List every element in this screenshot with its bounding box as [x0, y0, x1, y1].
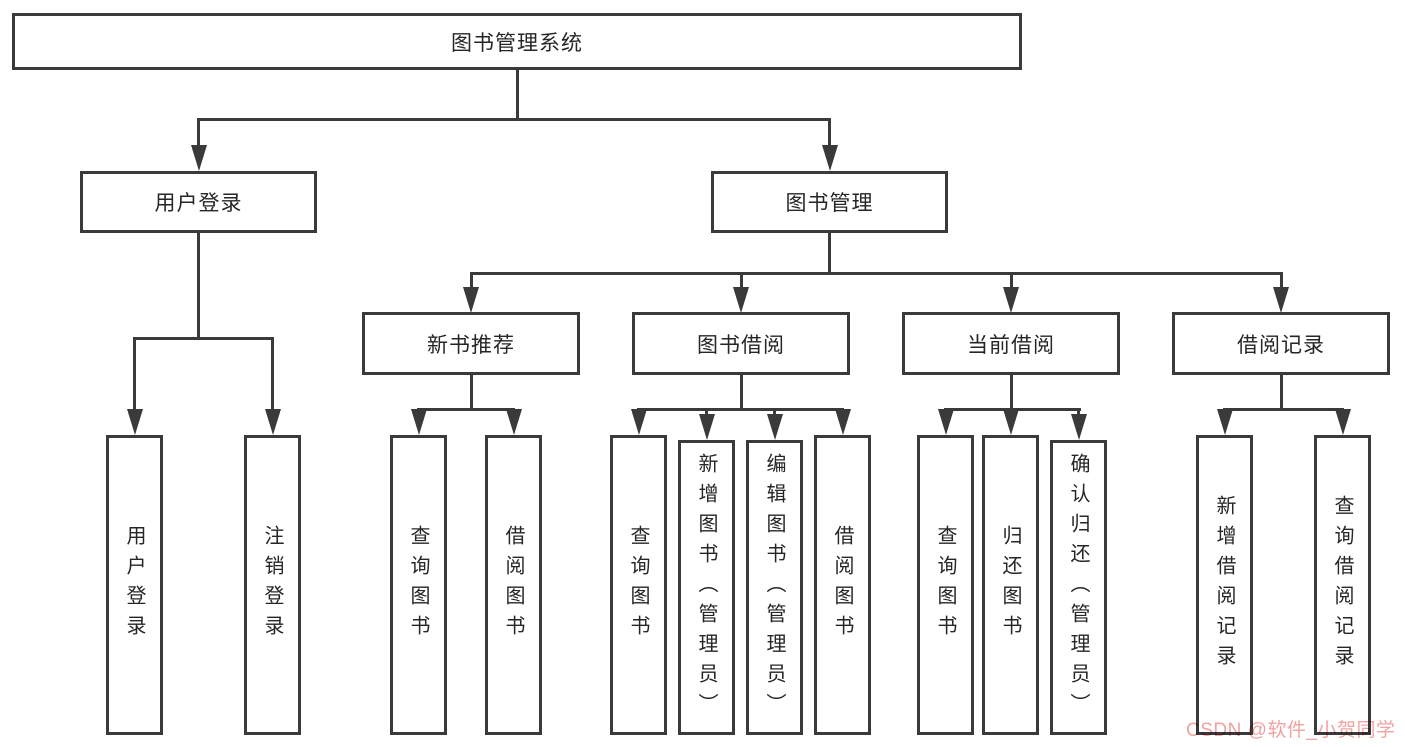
leaf-confirm-return-admin: 确认归还（管理员）	[1050, 440, 1107, 735]
leaf-logout: 注销登录	[244, 435, 301, 735]
connector-line	[705, 408, 708, 418]
arrow-down-icon	[821, 145, 838, 171]
leaf-query-books-current: 查询图书	[917, 435, 974, 735]
arrow-down-icon	[1334, 409, 1351, 435]
node-book-borrowing: 图书借阅	[632, 312, 850, 375]
leaf-add-borrow-record: 新增借阅记录	[1196, 435, 1253, 735]
arrow-down-icon	[630, 409, 647, 435]
connector-line	[469, 272, 473, 289]
connector-line	[417, 408, 515, 411]
leaf-label: 查询图书	[407, 525, 429, 645]
leaf-label: 新增借阅记录	[1213, 495, 1235, 675]
leaf-label: 查询借阅记录	[1331, 495, 1353, 675]
node-book-management: 图书管理	[711, 171, 948, 233]
connector-line	[1279, 375, 1283, 410]
connector-line	[1077, 408, 1080, 418]
leaf-label: 借阅图书	[502, 525, 524, 645]
arrow-down-icon	[937, 409, 954, 435]
arrow-down-icon	[410, 409, 427, 435]
arrow-down-icon	[190, 145, 207, 171]
arrow-down-icon	[1002, 409, 1019, 435]
arrow-down-icon	[698, 414, 715, 440]
arrow-down-icon	[463, 287, 479, 313]
leaf-label: 注销登录	[261, 525, 283, 645]
leaf-label: 编辑图书（管理员）	[763, 452, 785, 723]
connector-line	[515, 70, 519, 120]
arrow-down-icon	[834, 409, 851, 435]
connector-line	[1223, 408, 1344, 411]
connector-line	[133, 337, 274, 340]
arrow-down-icon	[126, 409, 143, 435]
leaf-label: 新增图书（管理员）	[695, 452, 717, 723]
connector-line	[1009, 272, 1013, 289]
connector-line	[739, 375, 743, 410]
leaf-label: 归还图书	[999, 525, 1021, 645]
leaf-borrow-books-borrowing: 借阅图书	[814, 435, 871, 735]
node-current-borrowing: 当前借阅	[902, 312, 1120, 375]
leaf-query-borrow-record: 查询借阅记录	[1314, 435, 1371, 735]
arrow-down-icon	[1003, 287, 1019, 313]
connector-line	[773, 408, 776, 418]
connector-line	[828, 233, 831, 275]
arrow-down-icon	[733, 287, 749, 313]
arrow-down-icon	[264, 409, 281, 435]
connector-line	[133, 337, 136, 411]
csdn-watermark: CSDN @软件_小贺同学	[1186, 720, 1396, 741]
node-borrowing-records: 借阅记录	[1172, 312, 1390, 375]
connector-line	[469, 272, 1283, 275]
arrow-down-icon	[1273, 287, 1289, 313]
leaf-label: 借阅图书	[831, 525, 853, 645]
leaf-user-login: 用户登录	[106, 435, 163, 735]
connector-line	[271, 337, 274, 411]
connector-line	[197, 233, 200, 340]
leaf-label: 确认归还（管理员）	[1067, 452, 1089, 723]
node-library-management-system: 图书管理系统	[12, 13, 1022, 70]
leaf-query-books-borrowing: 查询图书	[610, 435, 667, 735]
leaf-borrow-books-recommend: 借阅图书	[485, 435, 542, 735]
arrow-down-icon	[1070, 414, 1087, 440]
leaf-edit-books-admin: 编辑图书（管理员）	[746, 440, 803, 735]
connector-line	[469, 375, 473, 410]
node-new-book-recommendation: 新书推荐	[362, 312, 580, 375]
connector-line	[197, 118, 200, 147]
arrow-down-icon	[766, 414, 783, 440]
connector-line	[1009, 375, 1013, 410]
leaf-return-books: 归还图书	[982, 435, 1039, 735]
leaf-label: 查询图书	[934, 525, 956, 645]
node-user-login: 用户登录	[80, 171, 317, 233]
arrow-down-icon	[505, 409, 522, 435]
leaf-add-books-admin: 新增图书（管理员）	[678, 440, 735, 735]
connector-line	[197, 118, 831, 121]
leaf-label: 查询图书	[627, 525, 649, 645]
connector-line	[739, 272, 743, 289]
connector-line	[828, 118, 831, 147]
connector-line	[637, 408, 844, 411]
arrow-down-icon	[1216, 409, 1233, 435]
leaf-query-books-recommend: 查询图书	[390, 435, 447, 735]
connector-line	[1279, 272, 1283, 289]
leaf-label: 用户登录	[123, 525, 145, 645]
